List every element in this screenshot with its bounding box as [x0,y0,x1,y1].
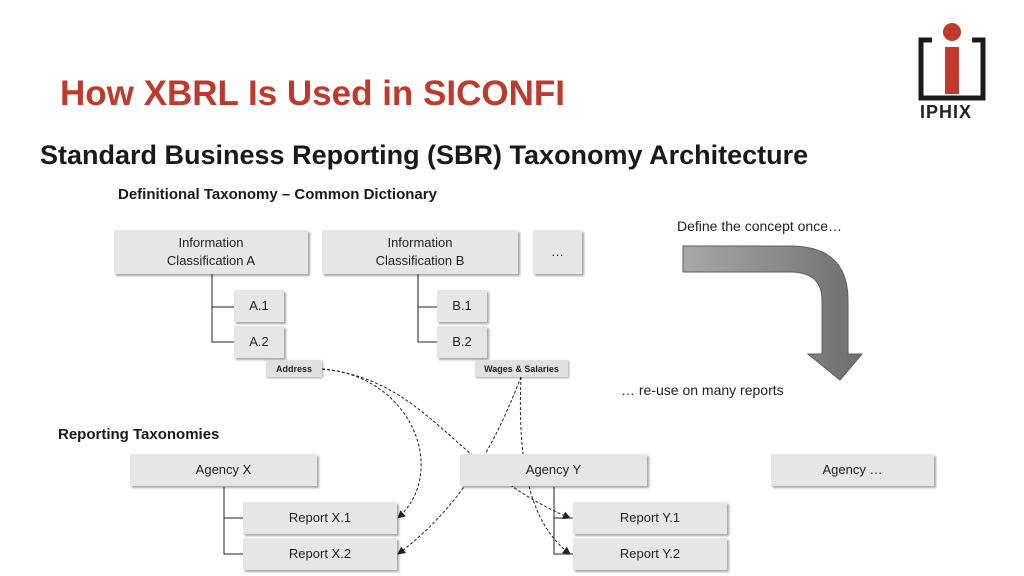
report-y2-box: Report Y.2 [573,538,727,570]
report-x2-box: Report X.2 [243,538,397,570]
iphix-logo-icon [918,23,986,101]
classification-a-box: Information Classification A [114,230,308,274]
item-a2-box: A.2 [234,326,284,358]
definitional-heading: Definitional Taxonomy – Common Dictionar… [118,186,437,203]
page-subtitle: Standard Business Reporting (SBR) Taxono… [40,140,809,170]
item-a1-box: A.1 [234,290,284,322]
agency-y-box: Agency Y [460,454,647,486]
more-classifications-box: … [533,230,582,274]
wages-salaries-tag: Wages & Salaries [475,360,568,377]
classification-b-box: Information Classification B [322,230,518,274]
agency-more-box: Agency … [771,454,934,486]
address-to-report-y1 [321,368,571,519]
logo-text: IPHIX [920,102,973,122]
define-once-note: Define the concept once… [677,218,842,234]
item-b1-box: B.1 [437,290,487,322]
page-title: How XBRL Is Used in SICONFI [60,74,565,113]
address-tag: Address [266,360,322,377]
address-to-report-x1 [321,368,422,519]
agency-x-box: Agency X [130,454,317,486]
report-y1-box: Report Y.1 [573,502,727,534]
wages-to-report-y2 [519,376,571,555]
reporting-heading: Reporting Taxonomies [58,426,220,443]
reuse-note: … re-use on many reports [621,382,784,398]
report-x1-box: Report X.1 [243,502,397,534]
reuse-arrow-icon [682,245,864,381]
iphix-logo: IPHIX [918,18,990,124]
item-b2-box: B.2 [437,326,487,358]
